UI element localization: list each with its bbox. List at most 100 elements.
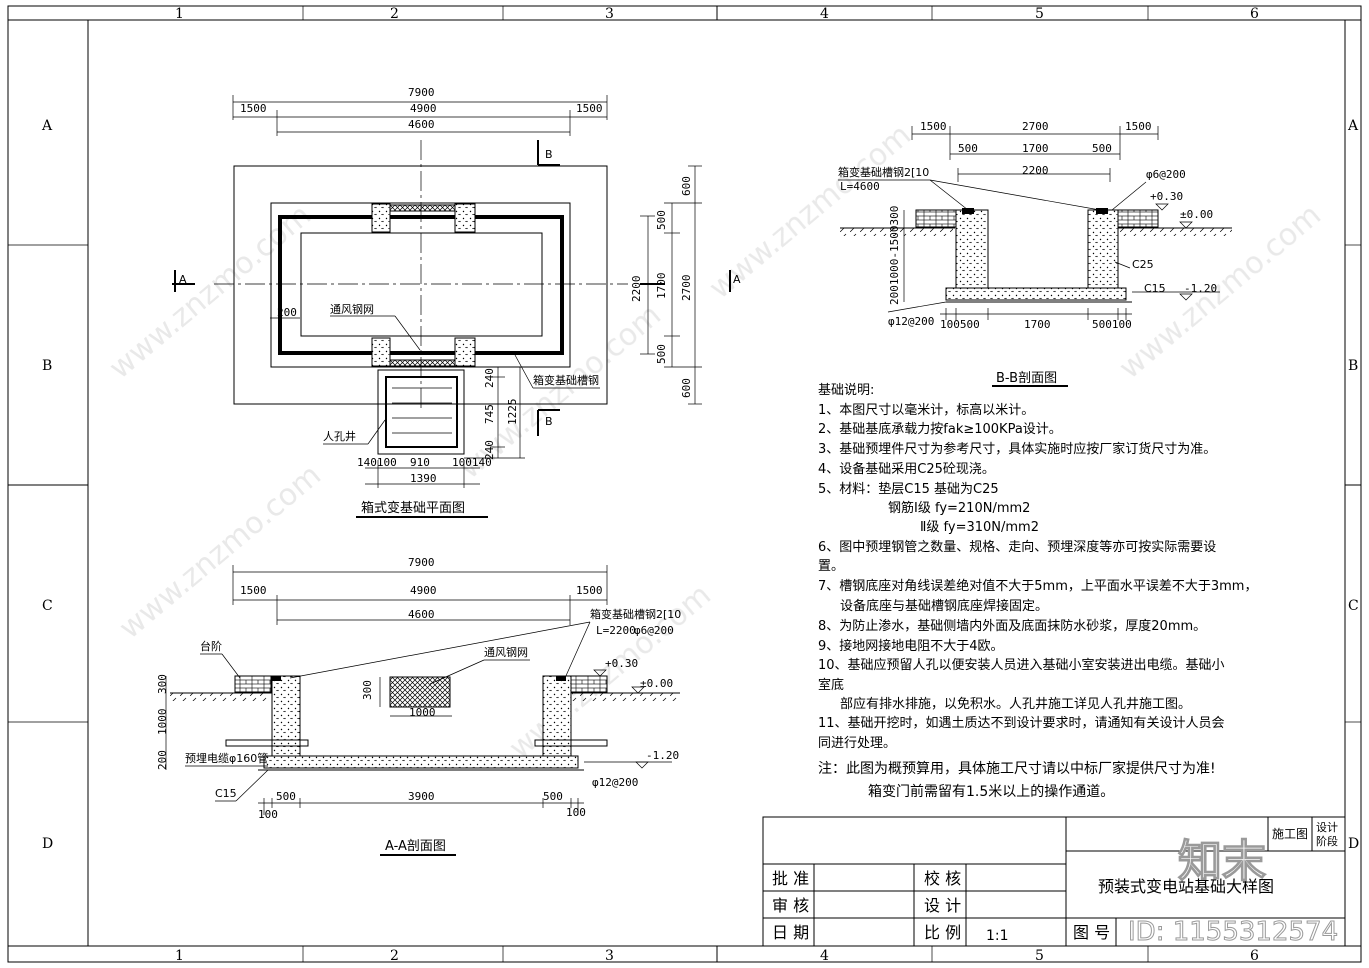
note-line-12: 8、为防止渗水，基础侧墙内外面及底面抹防水砂浆，厚度20mm。: [818, 618, 1206, 634]
aa-level-plus: +0.30: [605, 657, 638, 670]
bb-label-c15: C15: [1144, 282, 1166, 295]
grid-col-3-top: 3: [605, 6, 614, 22]
grid-row-a-right: A: [1347, 118, 1359, 134]
plan-dim-240-a: 240: [483, 368, 496, 388]
note-line-1: 1、本图尺寸以毫米计，标高以米计。: [818, 402, 1034, 418]
plan-dim-1390: 1390: [410, 472, 437, 485]
section-aa: 7900 1500 4900 1500 4600 1000 300 300 10…: [156, 556, 681, 856]
plan-dim-910: 910: [410, 456, 430, 469]
grid-col-4-bottom: 4: [820, 948, 829, 964]
sheet-frame: [7, 5, 1362, 963]
watermark-brand: 知末: [1178, 836, 1266, 887]
aa-dim-200: 200: [156, 750, 169, 770]
plan-dim-500-bot: 500: [655, 344, 668, 364]
aa-dim-side-left: 1500: [240, 584, 267, 597]
grid-col-3-bottom: 3: [605, 948, 614, 964]
bb-title: B-B剖面图: [996, 371, 1057, 386]
bb-level-zero: ±0.00: [1180, 208, 1213, 221]
grid-col-2-bottom: 2: [390, 948, 399, 964]
watermark-site-2: www.znzmo.com: [113, 458, 328, 647]
plan-dim-600-top: 600: [680, 176, 693, 196]
note-line-11: 设备底座与基础槽钢底座焊接固定。: [840, 598, 1048, 614]
note-remark-2: 箱变门前需留有1.5米以上的操作通道。: [868, 783, 1114, 800]
bb-dim-bot-mid: 1700: [1024, 318, 1051, 331]
tb-approve: 批 准: [772, 869, 809, 888]
grid-row-d-left: D: [42, 836, 53, 852]
note-line-16: 部应有排水排施，以免积水。人孔井施工详见人孔井施工图。: [840, 696, 1191, 712]
note-line-2: 2、基础基底承载力按fak≥100KPa设计。: [818, 421, 1062, 437]
note-line-9: 置。: [818, 559, 844, 574]
grid-row-d-right: D: [1348, 836, 1359, 852]
note-line-13: 9、接地网接地电阻不大于4欧。: [818, 638, 1004, 654]
plan-dim-1225: 1225: [506, 399, 519, 426]
plan-dim-140-100: 140100: [357, 456, 397, 469]
aa-label-rebar12: φ12@200: [592, 776, 638, 789]
grid-row-a-left: A: [41, 118, 53, 134]
plan-dim-100-140: 100140: [452, 456, 492, 469]
bb-dim-1700: 1700: [1022, 142, 1049, 155]
bb-dim-2200: 2200: [1022, 164, 1049, 177]
brand-watermark: 知末 ID: 1155312574: [1128, 835, 1339, 947]
bb-label-channel: 箱变基础槽钢2[10: [838, 165, 929, 179]
note-line-10: 7、槽钢底座对角线误差绝对值不大于5mm，上平面水平误差不大于3mm，: [818, 578, 1257, 594]
aa-dim-300: 300: [156, 674, 169, 694]
bb-label-c25: C25: [1132, 258, 1154, 271]
section-bb: 1500 2700 1500 500 1700 500 2200 2001000…: [838, 120, 1232, 387]
plan-title: 箱式变基础平面图: [361, 500, 465, 516]
grid-labels: 1 2 3 4 5 6 1 2 3 4 5 6 A B C D A B C D: [41, 6, 1359, 964]
aa-dim-total: 7900: [408, 556, 435, 569]
plan-label-manhole: 人孔井: [323, 429, 356, 443]
aa-dim-1000-v: 1000: [156, 709, 169, 736]
plan-dim-600-bot: 600: [680, 378, 693, 398]
bb-dim-1500-l: 1500: [920, 120, 947, 133]
plan-label-channel: 箱变基础槽钢: [533, 373, 599, 387]
aa-dim-500-r: 500: [543, 790, 563, 803]
bb-dim-2700: 2700: [1022, 120, 1049, 133]
aa-dim-inner: 4600: [408, 608, 435, 621]
bb-label-length: L=4600: [840, 180, 880, 193]
grid-col-1-bottom: 1: [175, 948, 184, 964]
aa-dim-500-l: 500: [276, 790, 296, 803]
plan-dim-240-b: 240: [483, 440, 496, 460]
bb-dim-500-r: 500: [1092, 142, 1112, 155]
watermark-site-1: www.znzmo.com: [103, 198, 318, 387]
aa-level-zero: ±0.00: [640, 677, 673, 690]
tb-date: 日 期: [772, 923, 809, 942]
aa-label-channel: 箱变基础槽钢2[10: [590, 607, 681, 621]
aa-dim-side-right: 1500: [576, 584, 603, 597]
grid-row-c-right: C: [1348, 598, 1359, 614]
bb-label-rebar6: φ6@200: [1146, 168, 1186, 181]
grid-col-2-top: 2: [390, 6, 399, 22]
aa-label-c15: C15: [215, 787, 237, 800]
aa-title: A-A剖面图: [385, 839, 446, 854]
note-line-4: 4、设备基础采用C25砼现浇。: [818, 461, 995, 477]
plan-section-a-right: A: [733, 273, 741, 286]
plan-dim-2200: 2200: [630, 276, 643, 303]
note-line-8: 6、图中预埋钢管之数量、规格、走向、预埋深度等亦可按实际需要设: [818, 539, 1216, 555]
note-line-6: 钢筋Ⅰ级 fy=210N/mm2: [888, 500, 1030, 516]
plan-dim-200: 200: [277, 306, 297, 319]
aa-dim-100-r: 100: [566, 806, 586, 819]
tb-check: 校 核: [924, 869, 961, 888]
tb-design: 设 计: [924, 896, 961, 915]
watermark-id: ID: 1155312574: [1128, 917, 1338, 947]
tb-scale-value: 1:1: [986, 928, 1009, 944]
note-line-18: 同进行处理。: [818, 736, 896, 751]
bb-dim-bot-left: 100500: [940, 318, 980, 331]
plan-dim-side-left: 1500: [240, 102, 267, 115]
bb-dim-1500-r: 1500: [1125, 120, 1152, 133]
aa-dim-1000-vent: 1000: [409, 706, 436, 719]
bb-level-minus: -1.20: [1184, 282, 1217, 295]
grid-col-5-bottom: 5: [1035, 948, 1044, 964]
aa-dim-3900: 3900: [408, 790, 435, 803]
aa-dim-100-l: 100: [258, 808, 278, 821]
plan-dim-745: 745: [483, 404, 496, 424]
note-line-17: 11、基础开挖时，如遇土质达不到设计要求时，请通知有关设计人员会: [818, 715, 1225, 731]
aa-label-vent: 通风钢网: [484, 646, 528, 659]
plan-dim-2700: 2700: [680, 275, 693, 302]
aa-level-minus: -1.20: [646, 749, 679, 762]
tb-stage-value: 施工图: [1272, 827, 1308, 841]
tb-review: 审 核: [772, 896, 809, 915]
note-line-15: 室底: [818, 677, 844, 693]
